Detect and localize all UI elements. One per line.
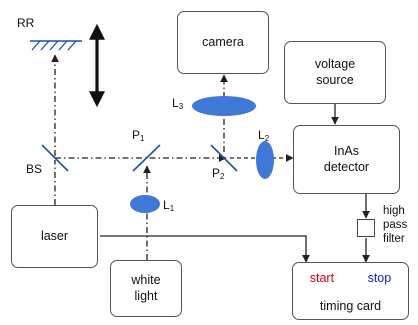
l1-letter: L <box>163 198 170 212</box>
l1-subscript: 1 <box>169 204 175 213</box>
detector-label-line2: detector <box>323 159 370 174</box>
timing-card-box: start stop timing card <box>292 262 409 320</box>
p1-letter: P <box>132 128 141 142</box>
lens-l2-icon <box>256 141 274 179</box>
voltage-label-line1: voltage <box>314 56 356 71</box>
p1-subscript: 1 <box>140 134 145 143</box>
camera-box: camera <box>177 11 269 74</box>
lens-l1-icon <box>130 195 160 213</box>
timing-inputs: start stop <box>293 271 408 287</box>
laser-box: laser <box>11 205 98 268</box>
white-light-label-line1: white <box>131 272 161 287</box>
l3-subscript: 3 <box>178 102 184 111</box>
rr-label: RR <box>17 16 35 30</box>
p2-subscript: 2 <box>220 172 225 181</box>
wire-laser-to-timing-start <box>100 235 310 263</box>
filter-label-line2: pass <box>383 218 408 231</box>
voltage-source-box: voltage source <box>284 41 386 104</box>
pellicle-p2-icon <box>210 144 238 172</box>
white-light-box: white light <box>110 260 182 317</box>
filter-label: high pass filter <box>383 205 407 246</box>
l3-label: L3 <box>172 97 183 111</box>
filter-label-line1: high <box>383 205 405 217</box>
white-light-label-line2: light <box>134 288 158 303</box>
timing-card-label: timing card <box>319 298 382 313</box>
voltage-label-line2: source <box>316 72 354 87</box>
beam-splitter-icon <box>41 144 69 172</box>
l2-label: L2 <box>258 129 269 143</box>
l1-label: L1 <box>163 199 174 213</box>
detector-label-line1: InAs <box>333 143 359 158</box>
pellicle-p1-icon <box>132 144 161 172</box>
inas-detector-box: InAs detector <box>293 125 400 194</box>
p1-label: P1 <box>132 129 144 143</box>
laser-label: laser <box>40 228 69 243</box>
timing-start-label: start <box>309 271 335 285</box>
l2-letter: L <box>258 128 265 142</box>
camera-label: camera <box>202 34 244 49</box>
timing-stop-label: stop <box>367 271 392 285</box>
l3-letter: L <box>172 96 179 110</box>
bs-label: BS <box>26 162 43 176</box>
filter-label-line3: filter <box>383 232 405 245</box>
p2-letter: P <box>212 166 221 180</box>
retroreflector-icon <box>30 40 82 51</box>
lens-l3-icon <box>192 96 256 116</box>
high-pass-filter-box <box>357 219 375 237</box>
p2-label: P2 <box>212 167 224 181</box>
l2-subscript: 2 <box>264 134 270 143</box>
